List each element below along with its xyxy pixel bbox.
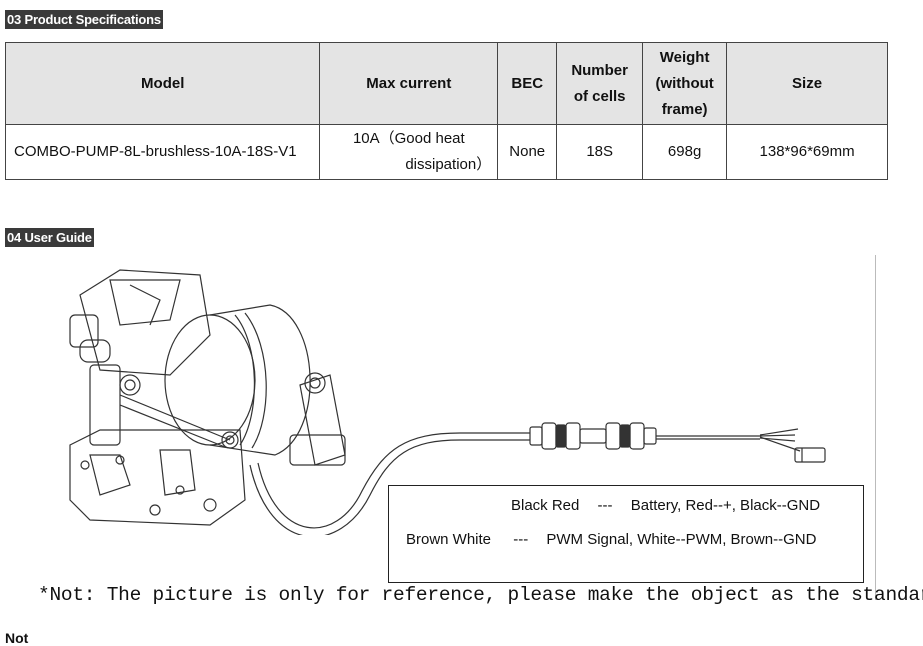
pump-cable	[249, 439, 530, 535]
wire-description-battery: Battery, Red--+, Black--GND	[630, 497, 821, 514]
cell-number-of-cells: 18S	[556, 124, 644, 180]
pump-head	[69, 269, 211, 446]
header-bec: BEC	[497, 42, 558, 125]
wire-separator: ---	[513, 531, 529, 548]
divider-line	[875, 255, 876, 600]
table-row: COMBO-PUMP-8L-brushless-10A-18S-V1 10A（G…	[4, 124, 888, 180]
header-size: Size	[726, 42, 888, 125]
mounting-bracket	[119, 372, 346, 466]
header-model: Model	[4, 42, 321, 125]
cut-off-heading: Not	[5, 630, 29, 646]
pump-base	[69, 429, 246, 526]
header-max-current: Max current	[319, 42, 499, 125]
section-tag-product-specifications: 03 Product Specifications	[5, 10, 163, 29]
section-tag-user-guide: 04 User Guide	[5, 228, 94, 247]
table-header-row: Model Max current BEC Number of cells We…	[4, 42, 888, 125]
wire-description-pwm: PWM Signal, White--PWM, Brown--GND	[546, 531, 817, 548]
cell-weight: 698g	[642, 124, 728, 180]
wire-ends	[759, 428, 826, 463]
header-number-of-cells: Number of cells	[556, 42, 644, 125]
wire-colors-black-red: Black Red	[511, 497, 580, 514]
wiring-row-signal: Brown White --- PWM Signal, White--PWM, …	[406, 531, 816, 548]
wire-colors-brown-white: Brown White	[406, 531, 492, 548]
wiring-info-box: Black Red --- Battery, Red--+, Black--GN…	[388, 485, 864, 583]
inline-connector	[529, 422, 760, 450]
cell-size: 138*96*69mm	[726, 124, 888, 180]
motor-cylinder	[164, 304, 311, 456]
wire-separator: ---	[597, 497, 613, 514]
cell-model: COMBO-PUMP-8L-brushless-10A-18S-V1	[4, 124, 321, 180]
pump-illustration	[69, 269, 826, 535]
cell-max-current: 10A（Good heat dissipation）	[319, 124, 499, 180]
wiring-row-power: Black Red --- Battery, Red--+, Black--GN…	[511, 497, 820, 514]
reference-note: *Not: The picture is only for reference,…	[38, 584, 923, 606]
cell-bec: None	[497, 124, 558, 180]
header-weight: Weight (without frame)	[642, 42, 728, 125]
specifications-table: Model Max current BEC Number of cells We…	[4, 42, 888, 180]
